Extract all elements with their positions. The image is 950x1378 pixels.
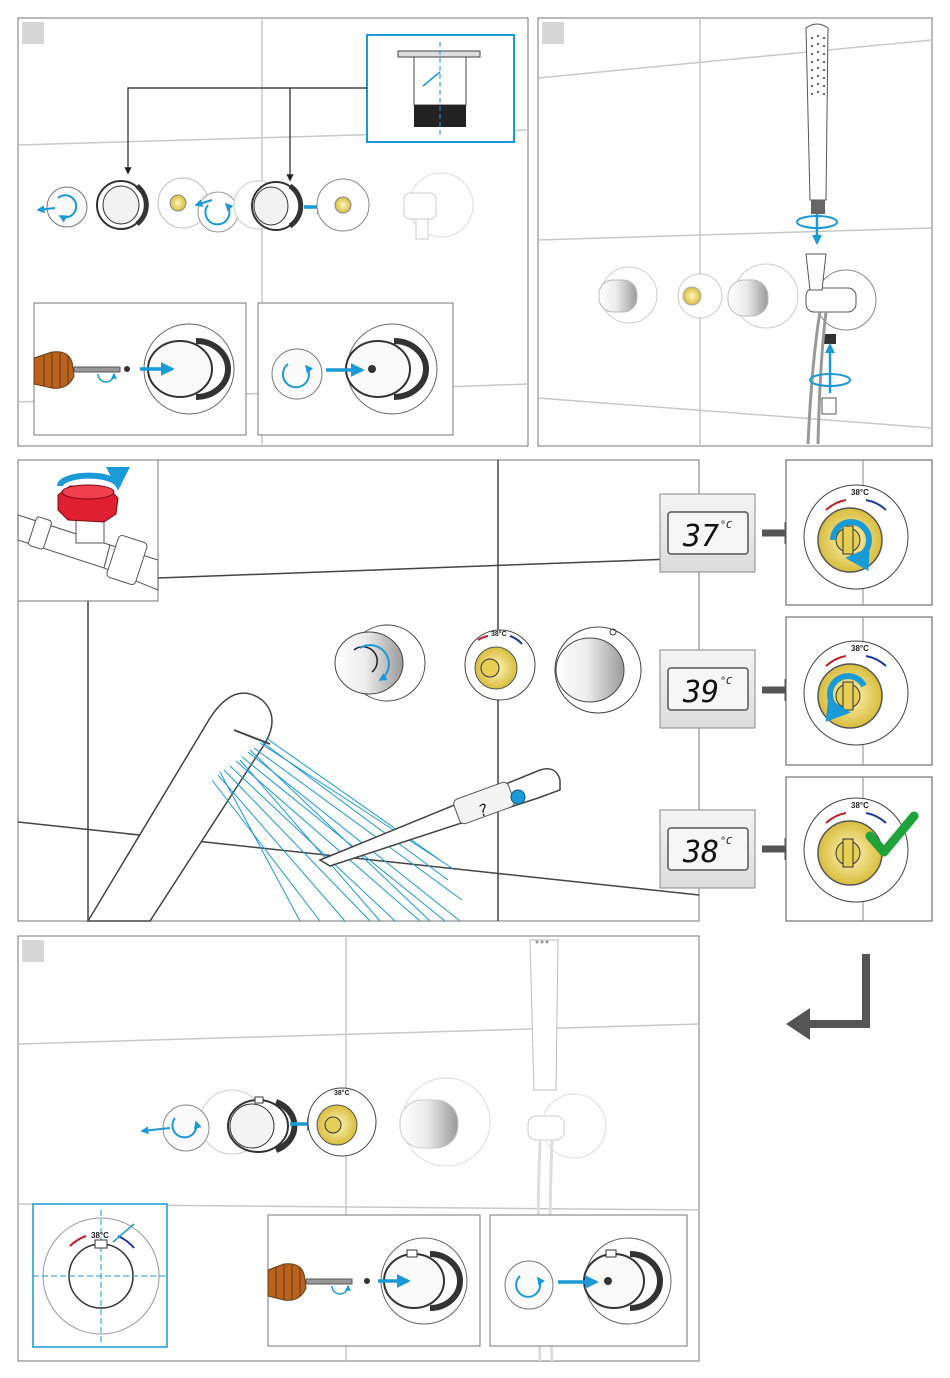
svg-text:38°C: 38°C <box>851 644 869 653</box>
reading-38: 38 °C <box>660 810 755 888</box>
step-number-box <box>22 940 44 962</box>
panel-step-3: 38°C ? <box>18 460 699 921</box>
subpanel-screw <box>34 303 246 435</box>
panel-step-4: 38°C 38°C <box>18 936 699 1361</box>
dial-detail-39: 38°C <box>786 617 932 765</box>
lcd-unit: °C <box>720 676 732 687</box>
lcd-value: 39 <box>682 675 719 710</box>
panel-step-1 <box>18 18 528 446</box>
lcd-unit: °C <box>720 520 732 531</box>
reading-39: 39 °C <box>660 650 755 728</box>
lcd-value: 37 <box>682 519 719 554</box>
step-number-box <box>542 22 564 44</box>
panel-step-2 <box>538 18 932 446</box>
step-number-box <box>22 22 44 44</box>
svg-text:38°C: 38°C <box>851 801 869 810</box>
lcd-unit: °C <box>720 836 732 847</box>
reading-37: 37 °C <box>660 494 755 572</box>
subpanel-cap <box>258 303 453 435</box>
lcd-value: 38 <box>682 835 719 870</box>
cartridge-inset <box>367 35 514 142</box>
shower-head-icon <box>806 24 828 214</box>
dial-alignment-inset: 38°C <box>33 1204 167 1347</box>
dial-detail-38: 38°C <box>786 777 932 921</box>
svg-text:38°C: 38°C <box>334 1089 350 1097</box>
valve-icon <box>18 460 158 601</box>
dial-label: 38°C <box>491 630 507 638</box>
subpanel-cap <box>490 1215 687 1346</box>
subpanel-screw <box>268 1215 480 1346</box>
return-arrow-icon <box>808 954 866 1024</box>
dial-detail-37: 38°C <box>786 460 932 605</box>
svg-text:38°C: 38°C <box>851 488 869 497</box>
svg-text:38°C: 38°C <box>91 1231 109 1240</box>
temperature-steps: 37 °C 38°C 39 °C <box>660 460 932 921</box>
